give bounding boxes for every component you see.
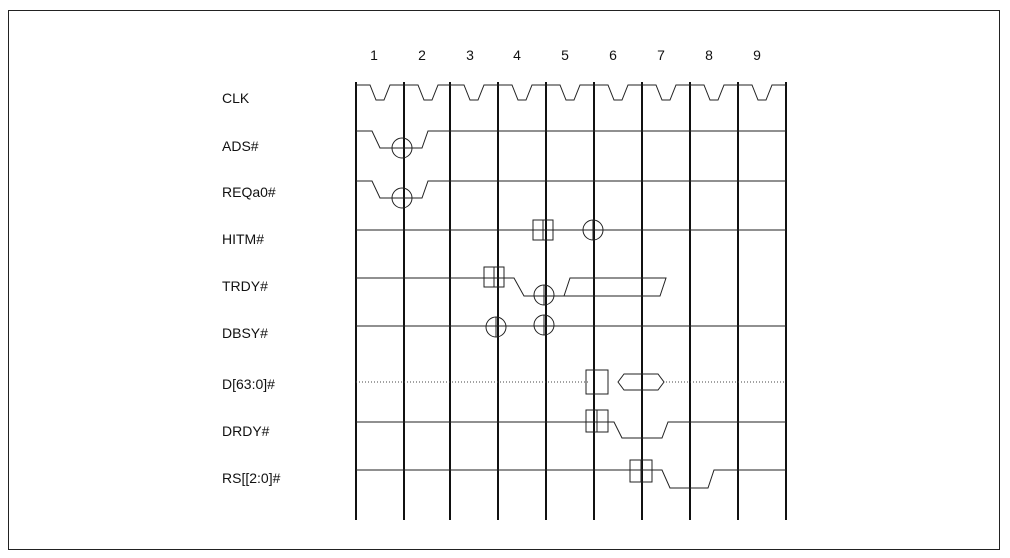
signal-label-clk: CLK: [222, 90, 250, 106]
clock-number-9: 9: [753, 47, 761, 63]
clock-number-4: 4: [513, 47, 521, 63]
drdy-waveform: [356, 421, 786, 439]
clock-number-8: 8: [705, 47, 713, 63]
clk-waveform: [356, 84, 786, 101]
reqa0-waveform: [356, 180, 786, 199]
signal-label-drdy: DRDY#: [222, 423, 270, 439]
clock-number-7: 7: [657, 47, 665, 63]
signal-labels: CLK ADS# REQa0# HITM# TRDY# DBSY# D[63:0…: [222, 90, 281, 486]
data-drive-square: [585, 369, 609, 395]
clock-number-5: 5: [561, 47, 569, 63]
diagram-frame: [8, 10, 1000, 550]
clock-number-3: 3: [466, 47, 474, 63]
clock-number-1: 1: [370, 47, 378, 63]
signal-label-hitm: HITM#: [222, 231, 264, 247]
clock-numbers: 1 2 3 4 5 6 7 8 9: [370, 47, 761, 63]
signal-label-rs: RS[[2:0]#: [222, 470, 281, 486]
signal-label-ads: ADS#: [222, 138, 259, 154]
signal-label-reqa0: REQa0#: [222, 184, 276, 200]
data-bus-valid-window: [617, 373, 665, 391]
clock-number-6: 6: [609, 47, 617, 63]
signal-label-trdy: TRDY#: [222, 278, 268, 294]
trdy-waveform: [356, 277, 667, 297]
signal-label-dbsy: DBSY#: [222, 325, 268, 341]
clock-number-2: 2: [418, 47, 426, 63]
ads-waveform: [356, 130, 786, 149]
signal-label-data: D[63:0]#: [222, 376, 275, 392]
rs-waveform: [356, 469, 786, 489]
clock-edge-lines: [355, 82, 787, 520]
